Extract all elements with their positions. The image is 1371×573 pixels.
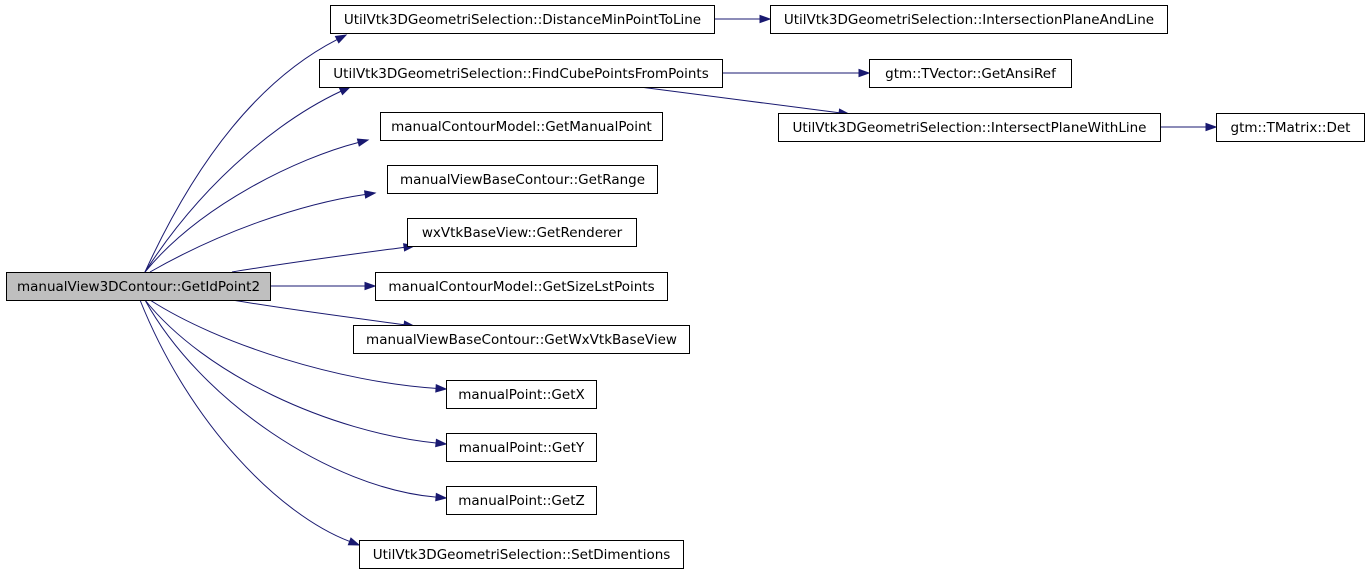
nodes-layer: manualView3DContour::GetIdPoint2UtilVtk3… xyxy=(6,5,1365,569)
node-box[interactable] xyxy=(387,165,658,194)
arrowhead-icon xyxy=(435,438,448,448)
function-node-det[interactable]: gtm::TMatrix::Det xyxy=(1216,113,1365,142)
function-node-setdim[interactable]: UtilVtk3DGeometriSelection::SetDimention… xyxy=(359,540,684,569)
edge-n_isect_pwl-to-n_det xyxy=(1160,122,1218,132)
node-box[interactable] xyxy=(778,113,1161,142)
edge-root-to-n_getz xyxy=(144,299,448,502)
node-box[interactable] xyxy=(770,5,1168,34)
function-node-sizelst[interactable]: manualContourModel::GetSizeLstPoints xyxy=(375,272,668,301)
root-function-node[interactable]: manualView3DContour::GetIdPoint2 xyxy=(6,272,271,301)
edge-n_findcube-to-n_ansiref xyxy=(722,68,871,78)
arrowhead-icon xyxy=(759,14,772,24)
edge-line xyxy=(144,299,437,498)
edge-root-to-n_manualpt xyxy=(144,138,370,273)
arrowhead-icon xyxy=(858,68,871,78)
node-label: manualPoint::GetY xyxy=(459,440,585,456)
function-node-manualpt[interactable]: manualContourModel::GetManualPoint xyxy=(380,112,663,141)
function-node-ansiref[interactable]: gtm::TVector::GetAnsiRef xyxy=(869,59,1072,88)
node-label: manualPoint::GetZ xyxy=(458,493,584,509)
edge-root-to-n_setdim xyxy=(139,299,361,546)
node-box[interactable] xyxy=(446,486,597,515)
node-label: UtilVtk3DGeometriSelection::DistanceMinP… xyxy=(344,12,701,28)
node-label: manualView3DContour::GetIdPoint2 xyxy=(17,279,260,295)
edge-line xyxy=(139,299,350,542)
edge-line xyxy=(144,299,437,444)
node-label: UtilVtk3DGeometriSelection::FindCubePoin… xyxy=(333,66,708,82)
function-node-range[interactable]: manualViewBaseContour::GetRange xyxy=(387,165,658,194)
edge-line xyxy=(639,86,840,114)
edge-root-to-n_gety xyxy=(144,299,448,448)
node-box[interactable] xyxy=(375,272,668,301)
node-label: UtilVtk3DGeometriSelection::Intersection… xyxy=(784,12,1154,28)
node-box[interactable] xyxy=(319,59,723,88)
function-node-gety[interactable]: manualPoint::GetY xyxy=(446,433,597,462)
edge-root-to-n_sizelst xyxy=(269,281,377,291)
arrowhead-icon xyxy=(347,537,361,546)
arrowhead-icon xyxy=(363,190,377,199)
node-box[interactable] xyxy=(407,218,637,247)
arrowhead-icon xyxy=(435,384,448,393)
edge-line xyxy=(144,90,342,273)
node-label: manualViewBaseContour::GetRange xyxy=(400,172,645,188)
node-box[interactable] xyxy=(330,5,715,34)
node-label: manualPoint::GetX xyxy=(458,387,584,403)
edge-root-to-n_wxvtk xyxy=(231,299,416,329)
node-label: gtm::TVector::GetAnsiRef xyxy=(885,66,1057,82)
node-label: manualViewBaseContour::GetWxVtkBaseView xyxy=(366,332,677,348)
arrowhead-icon xyxy=(435,492,448,502)
arrowhead-icon xyxy=(364,281,377,291)
node-label: wxVtkBaseView::GetRenderer xyxy=(422,225,623,241)
node-box[interactable] xyxy=(359,540,684,569)
edge-root-to-n_renderer xyxy=(231,243,416,273)
function-node-dist[interactable]: UtilVtk3DGeometriSelection::DistanceMinP… xyxy=(330,5,715,34)
function-node-wxvtk[interactable]: manualViewBaseContour::GetWxVtkBaseView xyxy=(353,325,690,354)
node-box[interactable] xyxy=(380,112,663,141)
node-box[interactable] xyxy=(353,325,690,354)
edge-line xyxy=(149,299,437,389)
edge-n_dist-to-n_isect_pl xyxy=(714,14,772,24)
function-node-renderer[interactable]: wxVtkBaseView::GetRenderer xyxy=(407,218,637,247)
arrowhead-icon xyxy=(1205,122,1218,132)
edge-line xyxy=(144,39,338,273)
function-node-isect_pwl[interactable]: UtilVtk3DGeometriSelection::IntersectPla… xyxy=(778,113,1161,142)
function-node-getx[interactable]: manualPoint::GetX xyxy=(446,380,597,409)
function-node-getz[interactable]: manualPoint::GetZ xyxy=(446,486,597,515)
edges-layer xyxy=(139,14,1218,546)
edge-line xyxy=(149,193,366,273)
edge-line xyxy=(144,142,359,273)
edge-line xyxy=(231,246,405,273)
node-label: manualContourModel::GetSizeLstPoints xyxy=(388,279,654,295)
node-box[interactable] xyxy=(869,59,1072,88)
node-label: UtilVtk3DGeometriSelection::SetDimention… xyxy=(373,547,671,563)
node-label: gtm::TMatrix::Det xyxy=(1231,120,1351,136)
function-node-isect_pl[interactable]: UtilVtk3DGeometriSelection::Intersection… xyxy=(770,5,1168,34)
node-label: UtilVtk3DGeometriSelection::IntersectPla… xyxy=(793,120,1147,136)
function-node-findcube[interactable]: UtilVtk3DGeometriSelection::FindCubePoin… xyxy=(319,59,723,88)
edge-n_findcube-to-n_isect_pwl xyxy=(639,86,851,117)
arrowhead-icon xyxy=(356,138,370,147)
arrowhead-icon xyxy=(334,34,348,44)
node-box[interactable] xyxy=(446,433,597,462)
node-box[interactable] xyxy=(446,380,597,409)
edge-root-to-n_range xyxy=(149,190,377,273)
node-box[interactable] xyxy=(1216,113,1365,142)
edge-root-to-n_dist xyxy=(144,34,348,273)
edge-root-to-n_getx xyxy=(149,299,448,393)
edge-line xyxy=(231,299,405,326)
edge-root-to-n_findcube xyxy=(144,86,352,273)
node-box[interactable] xyxy=(6,272,271,301)
arrowhead-icon xyxy=(338,86,352,96)
node-label: manualContourModel::GetManualPoint xyxy=(391,119,652,135)
